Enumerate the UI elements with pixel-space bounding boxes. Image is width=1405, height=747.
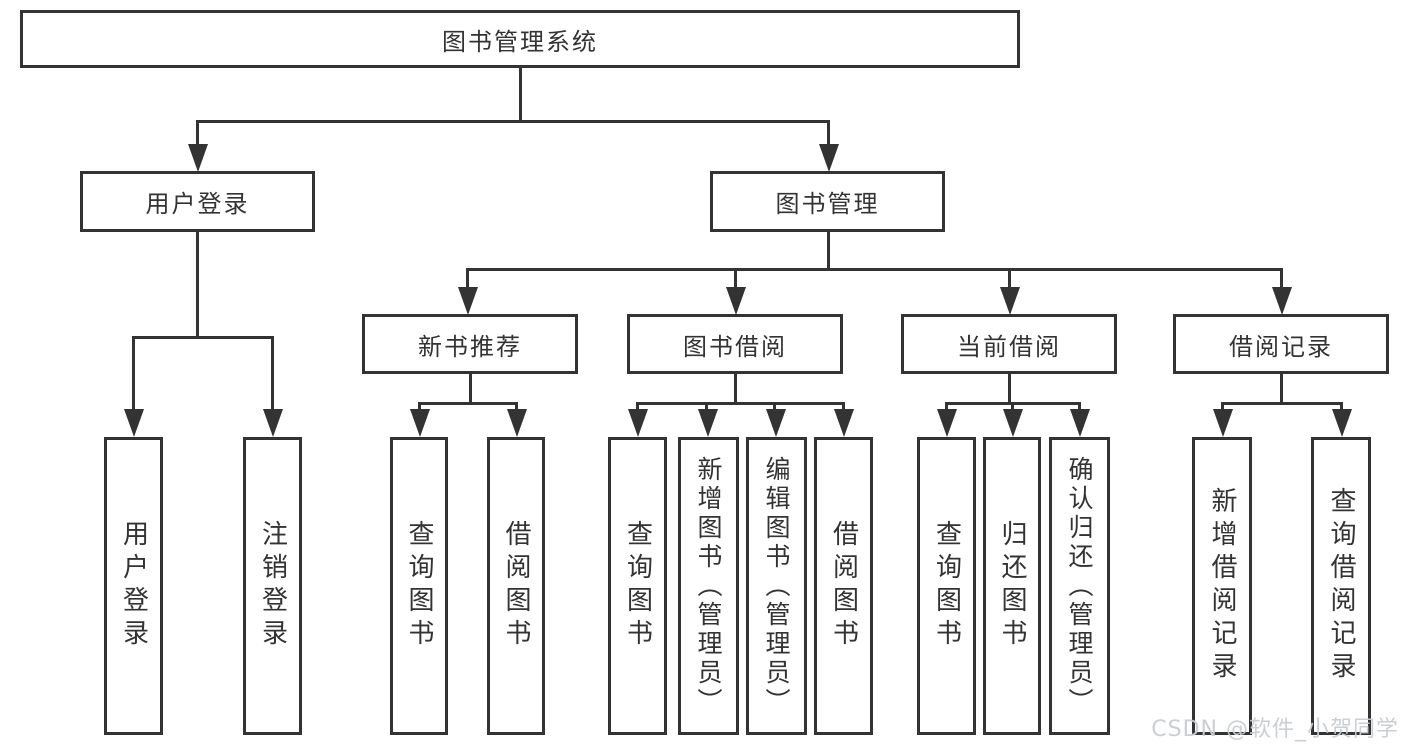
leaf-add-borrow-record-label: 新增借阅记录 — [1207, 487, 1237, 685]
current-borrow-stem-line — [1007, 374, 1011, 402]
leaf-logout: 注销登录 — [243, 437, 302, 735]
arrowhead-leaf-query-borrow-record — [1332, 409, 1352, 437]
drop-to-leaf-return-book — [1010, 402, 1014, 412]
book-borrow-distribution-line — [635, 402, 845, 405]
node-root: 图书管理系统 — [20, 10, 1020, 68]
leaf-add-book-admin: 新增图书（管理员） — [678, 437, 739, 735]
arrowhead-leaf-borrow-book-recommend — [507, 409, 527, 437]
node-book-borrow: 图书借阅 — [627, 314, 843, 374]
drop-to-leaf-query-book-recommend — [417, 402, 421, 412]
leaf-edit-book-admin-label: 编辑图书（管理员） — [762, 455, 791, 717]
leaf-query-book-recommend: 查询图书 — [390, 437, 448, 735]
leaf-query-borrow-record-label: 查询借阅记录 — [1326, 487, 1356, 685]
new-book-stem-line — [468, 374, 472, 402]
arrowhead-leaf-logout — [263, 409, 283, 437]
node-user-login: 用户登录 — [80, 171, 315, 232]
arrowhead-user-login — [188, 144, 208, 172]
arrowhead-leaf-add-book-admin — [697, 409, 718, 437]
leaf-add-book-admin-label: 新增图书（管理员） — [694, 455, 723, 717]
drop-to-leaf-user-login — [131, 336, 135, 411]
leaf-confirm-return-admin-label: 确认归还（管理员） — [1065, 455, 1094, 717]
arrowhead-current-borrow — [1000, 287, 1020, 315]
drop-to-user-login — [195, 120, 199, 146]
drop-to-borrow-records — [1279, 268, 1283, 289]
node-current-borrow: 当前借阅 — [901, 314, 1117, 374]
new-book-distribution-line — [417, 402, 518, 405]
drop-to-book-borrow — [733, 268, 737, 289]
node-new-book-recommend: 新书推荐 — [362, 314, 578, 374]
leaf-user-login: 用户登录 — [104, 437, 163, 735]
drop-to-new-book-recommend — [465, 268, 469, 289]
arrowhead-leaf-query-book-current — [937, 409, 957, 437]
leaf-borrow-book-label: 借阅图书 — [828, 520, 859, 652]
leaf-edit-book-admin: 编辑图书（管理员） — [746, 437, 807, 735]
leaf-logout-label: 注销登录 — [257, 520, 288, 652]
arrowhead-new-book-recommend — [458, 287, 478, 315]
drop-to-leaf-borrow-book-recommend — [514, 402, 518, 412]
arrowhead-borrow-records — [1272, 287, 1292, 315]
arrowhead-leaf-confirm-return — [1070, 409, 1090, 437]
leaf-borrow-book-recommend: 借阅图书 — [487, 437, 545, 735]
drop-to-leaf-add-book-admin — [705, 402, 708, 412]
arrowhead-leaf-return-book — [1003, 409, 1023, 437]
arrowhead-leaf-edit-book-admin — [765, 409, 786, 437]
root-stem-line — [518, 68, 522, 120]
user-login-distribution-line — [131, 336, 274, 339]
drop-to-leaf-confirm-return — [1077, 402, 1081, 412]
node-book-management: 图书管理 — [710, 171, 945, 232]
arrowhead-leaf-borrow-book — [834, 409, 854, 437]
leaf-add-borrow-record: 新增借阅记录 — [1192, 437, 1252, 735]
book-management-distribution-line — [465, 268, 1283, 271]
root-distribution-line — [195, 120, 830, 123]
book-management-stem-line — [826, 232, 830, 268]
arrowhead-book-borrow — [726, 287, 746, 315]
csdn-watermark: CSDN @软件_小贺同学 — [1151, 717, 1399, 742]
leaf-query-book-borrow-label: 查询图书 — [622, 520, 653, 652]
leaf-user-login-label: 用户登录 — [118, 520, 149, 652]
user-login-stem-line — [195, 232, 199, 336]
drop-to-leaf-edit-book-admin — [773, 402, 776, 412]
drop-to-leaf-query-book-current — [944, 402, 948, 412]
leaf-return-book-label: 归还图书 — [997, 520, 1027, 652]
leaf-return-book: 归还图书 — [983, 437, 1041, 735]
borrow-records-stem-line — [1279, 374, 1283, 402]
book-borrow-stem-line — [733, 374, 737, 402]
drop-to-leaf-query-borrow-record — [1339, 402, 1343, 412]
arrowhead-leaf-query-book-recommend — [410, 409, 430, 437]
leaf-borrow-book-recommend-label: 借阅图书 — [501, 520, 531, 652]
drop-to-leaf-add-borrow-record — [1220, 402, 1224, 412]
node-borrow-records: 借阅记录 — [1173, 314, 1389, 374]
leaf-query-book-borrow: 查询图书 — [608, 437, 667, 735]
leaf-confirm-return-admin: 确认归还（管理员） — [1049, 437, 1110, 735]
arrowhead-leaf-user-login — [124, 409, 144, 437]
drop-to-leaf-query-book-borrow — [635, 402, 639, 412]
drop-to-book-management — [826, 120, 830, 146]
drop-to-current-borrow — [1007, 268, 1011, 289]
drop-to-leaf-borrow-book — [841, 402, 845, 412]
leaf-borrow-book: 借阅图书 — [814, 437, 873, 735]
leaf-query-book-recommend-label: 查询图书 — [404, 520, 434, 652]
arrowhead-book-management — [819, 144, 839, 172]
arrowhead-leaf-query-book-borrow — [628, 409, 648, 437]
leaf-query-book-current-label: 查询图书 — [931, 520, 962, 652]
leaf-query-borrow-record: 查询借阅记录 — [1311, 437, 1371, 735]
leaf-query-book-current: 查询图书 — [917, 437, 976, 735]
arrowhead-leaf-add-borrow-record — [1213, 409, 1233, 437]
borrow-records-distribution-line — [1220, 402, 1343, 405]
drop-to-leaf-logout — [270, 336, 274, 411]
